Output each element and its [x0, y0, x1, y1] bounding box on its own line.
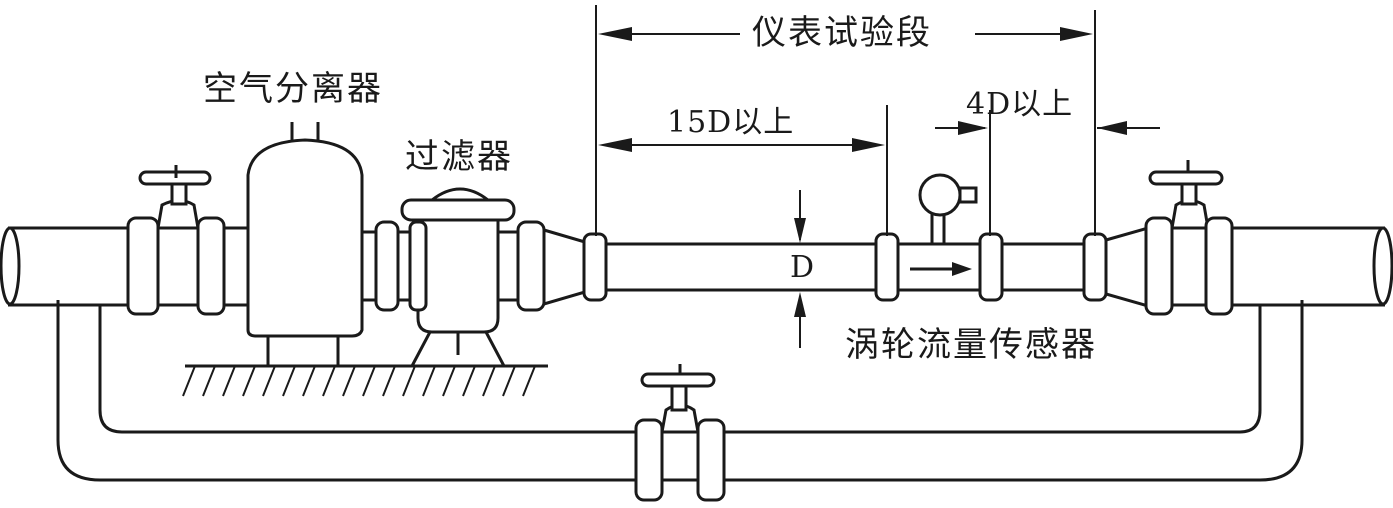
air-separator	[246, 122, 364, 368]
test-section-pipe	[606, 232, 1108, 302]
test-section-label: 仪表试验段	[752, 13, 932, 53]
downstream-length-label: 4D以上	[966, 87, 1073, 122]
diameter-label: D	[790, 250, 815, 285]
ground-hatch	[182, 364, 548, 397]
left-gate-valve	[126, 165, 226, 316]
air-separator-label: 空气分离器	[203, 69, 383, 109]
reducer-left	[498, 220, 608, 312]
main-pipe-right	[1232, 226, 1393, 307]
filter	[400, 187, 516, 367]
upstream-length-label: 15D以上	[667, 105, 794, 140]
connector-pipe	[362, 220, 412, 312]
reducer-right	[1104, 216, 1174, 316]
main-pipe-left	[0, 226, 248, 307]
turbine-sensor	[910, 173, 978, 276]
bypass-gate-valve	[634, 364, 726, 502]
filter-label: 过滤器	[405, 137, 513, 177]
right-gate-valve	[1148, 160, 1234, 316]
dimension-lines	[595, 5, 1160, 348]
sensor-label: 涡轮流量传感器	[845, 325, 1097, 365]
